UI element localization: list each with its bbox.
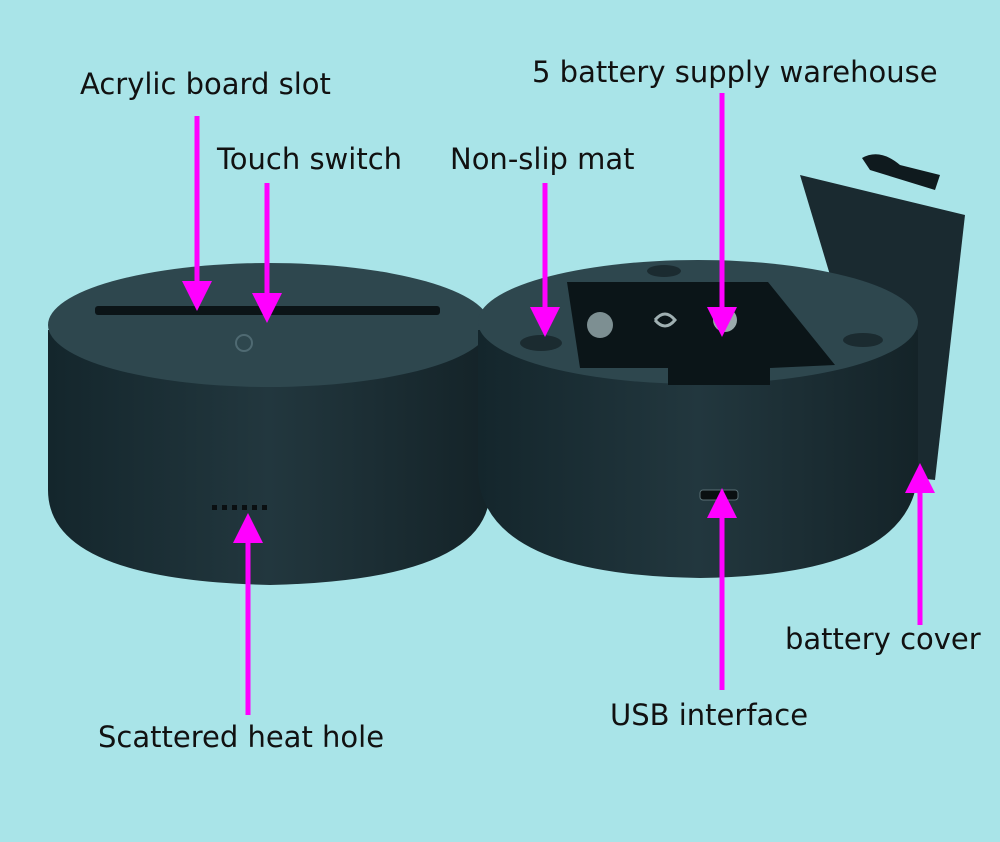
- non-slip-mat: [520, 335, 562, 351]
- label-touch-switch: Touch switch: [217, 142, 403, 176]
- heat-holes: [212, 505, 267, 510]
- label-non-slip-mat: Non-slip mat: [450, 142, 635, 176]
- left-lamp-base: [48, 263, 490, 585]
- label-heat-hole: Scattered heat hole: [98, 720, 385, 754]
- label-acrylic-board-slot: Acrylic board slot: [80, 67, 331, 101]
- label-battery-cover: battery cover: [785, 622, 981, 656]
- right-lamp-base: [478, 154, 965, 578]
- annotation-arrows: [182, 93, 935, 715]
- touch-switch-icon: [235, 334, 253, 352]
- battery-compartment: [567, 282, 835, 385]
- label-usb-interface: USB interface: [610, 698, 809, 732]
- label-battery-warehouse: 5 battery supply warehouse: [532, 55, 938, 89]
- usb-port: [699, 489, 739, 501]
